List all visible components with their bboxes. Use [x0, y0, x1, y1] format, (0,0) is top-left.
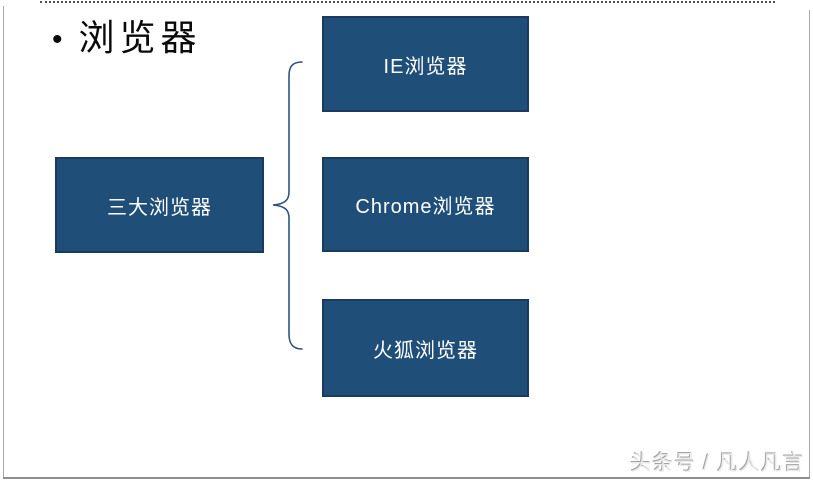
slide-left-border: [3, 6, 4, 478]
slide-title-text: 浏览器: [78, 18, 202, 58]
diagram-box-ie-browser: IE浏览器: [322, 16, 529, 112]
slide-bottom-border: [3, 477, 810, 479]
diagram-box-chrome-browser: Chrome浏览器: [322, 157, 529, 252]
bullet-icon: •: [52, 23, 63, 56]
diagram-box-firefox-browser: 火狐浏览器: [322, 299, 529, 397]
diagram-box-firefox-label: 火狐浏览器: [373, 339, 478, 362]
watermark-credit: 头条号 / 凡人凡言: [630, 452, 805, 475]
slide-title: • 浏览器: [52, 20, 202, 56]
brace-connector: [272, 61, 303, 350]
diagram-box-root: 三大浏览器: [55, 157, 264, 253]
diagram-box-root-label: 三大浏览器: [107, 196, 212, 219]
diagram-box-chrome-label: Chrome浏览器: [355, 196, 496, 218]
slide-top-dotted-border: [40, 1, 775, 3]
slide-right-border: [809, 10, 810, 477]
diagram-box-ie-label: IE浏览器: [383, 55, 468, 78]
